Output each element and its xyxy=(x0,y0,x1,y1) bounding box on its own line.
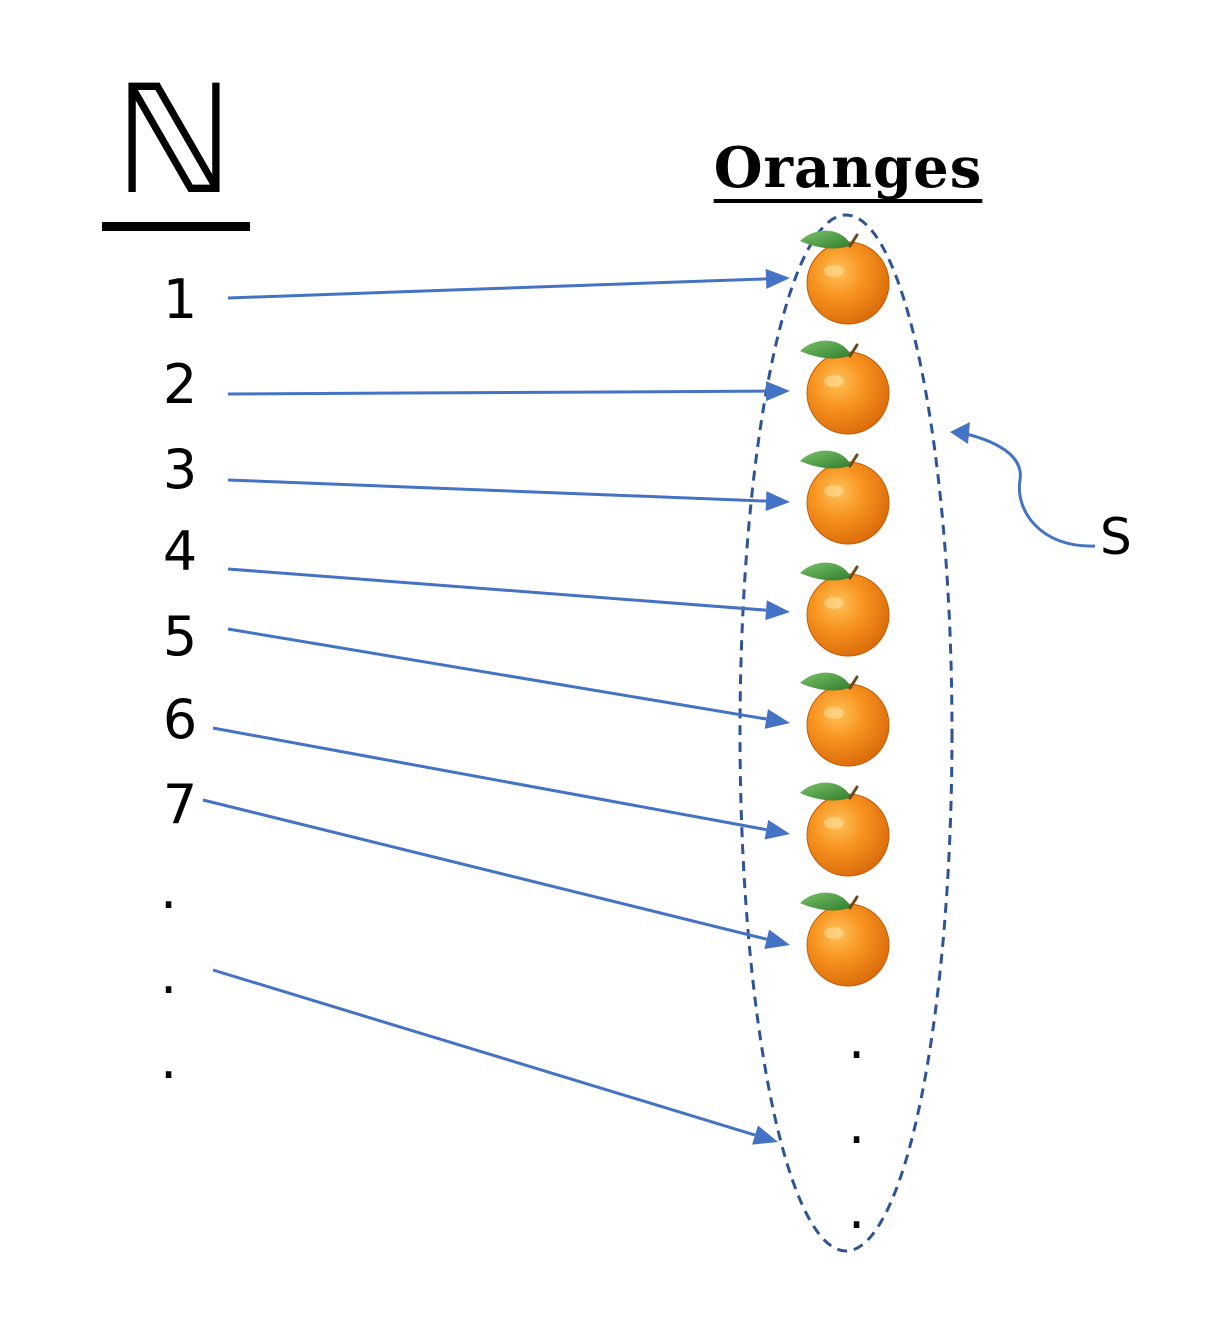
mapping-arrow-5 xyxy=(227,627,767,721)
number-6: 6 xyxy=(162,688,198,751)
mapping-arrow-8 xyxy=(212,968,756,1137)
arrow-right-icon xyxy=(764,709,790,729)
number-7: 7 xyxy=(162,773,198,836)
oranges-dot-2: . xyxy=(848,1093,866,1156)
set-s-pointer-head xyxy=(950,422,970,444)
arrow-right-icon xyxy=(765,381,790,402)
orange-fruit-icon xyxy=(800,892,890,987)
number-5: 5 xyxy=(162,605,198,668)
arrow-right-icon xyxy=(764,819,790,840)
orange-fruit-icon xyxy=(800,562,890,657)
number-4: 4 xyxy=(162,520,198,583)
arrow-right-icon xyxy=(765,491,790,512)
set-s-label: S xyxy=(1100,508,1132,566)
mapping-arrow-6 xyxy=(212,726,767,832)
number-1: 1 xyxy=(162,268,198,331)
oranges-dot-1: . xyxy=(848,1008,866,1071)
oranges-column xyxy=(800,230,890,987)
mapping-arrows xyxy=(202,268,790,1145)
mapping-arrow-3 xyxy=(227,478,767,503)
naturals-symbol: ℕ xyxy=(102,54,250,231)
set-s-pointer xyxy=(957,430,1096,548)
orange-fruit-icon xyxy=(800,782,890,877)
orange-fruit-icon xyxy=(800,672,890,767)
mapping-arrow-2 xyxy=(227,389,767,396)
set-s-ellipse xyxy=(738,213,954,1253)
orange-fruit-icon xyxy=(800,340,890,435)
oranges-title: Oranges xyxy=(713,135,983,201)
number-3: 3 xyxy=(162,438,198,501)
naturals-dot-2: . xyxy=(160,943,178,1006)
arrow-right-icon xyxy=(765,268,790,289)
naturals-underline xyxy=(102,222,250,231)
oranges-dot-3: . xyxy=(848,1178,866,1241)
naturals-dot-3: . xyxy=(160,1028,178,1091)
orange-fruit-icon xyxy=(800,230,890,325)
naturals-symbol-text: ℕ xyxy=(114,54,234,228)
orange-fruit-icon xyxy=(800,450,890,545)
mapping-arrow-4 xyxy=(227,567,767,612)
arrow-right-icon xyxy=(765,600,790,621)
number-2: 2 xyxy=(162,353,198,416)
arrow-right-icon xyxy=(752,1125,778,1145)
mapping-arrow-7 xyxy=(202,798,768,941)
naturals-dot-1: . xyxy=(160,858,178,921)
mapping-arrow-1 xyxy=(227,277,767,300)
arrow-right-icon xyxy=(764,929,790,949)
